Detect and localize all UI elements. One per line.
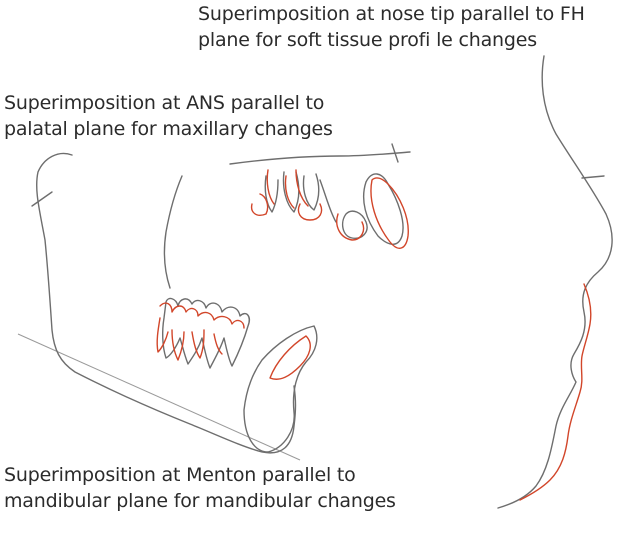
ans-tick: [391, 143, 399, 163]
menton-superimposition-label: Superimposition at Menton parallel to ma…: [4, 462, 396, 514]
palatal-plane-initial: [229, 151, 411, 165]
symphysis-final: [269, 335, 311, 380]
ramus-tick: [31, 191, 53, 207]
nose-tip-label-line1: Superimposition at nose tip parallel to …: [198, 3, 585, 25]
mandible-outline: [35, 152, 297, 454]
soft-tissue-profile-final: [519, 283, 592, 501]
upper-teeth-initial: [264, 171, 404, 245]
symphysis-initial: [243, 325, 318, 453]
lower-teeth-initial: [161, 297, 250, 369]
ans-superimposition-label: Superimposition at ANS parallel to palat…: [4, 90, 333, 142]
ramus-posterior: [163, 175, 183, 289]
lower-teeth-final: [156, 302, 245, 361]
mandibular-plane-line: [17, 333, 301, 461]
soft-tissue-profile-initial: [497, 55, 613, 509]
nose-tip-label-line2: plane for soft tissue profi le changes: [198, 29, 537, 51]
nose-tip-superimposition-label: Superimposition at nose tip parallel to …: [198, 1, 585, 53]
upper-teeth-final: [250, 169, 409, 249]
menton-label-line2: mandibular plane for mandibular changes: [4, 490, 396, 512]
menton-label-line1: Superimposition at Menton parallel to: [4, 464, 356, 486]
ans-label-line1: Superimposition at ANS parallel to: [4, 92, 325, 114]
fh-tick: [581, 175, 605, 179]
ans-label-line2: palatal plane for maxillary changes: [4, 118, 333, 140]
